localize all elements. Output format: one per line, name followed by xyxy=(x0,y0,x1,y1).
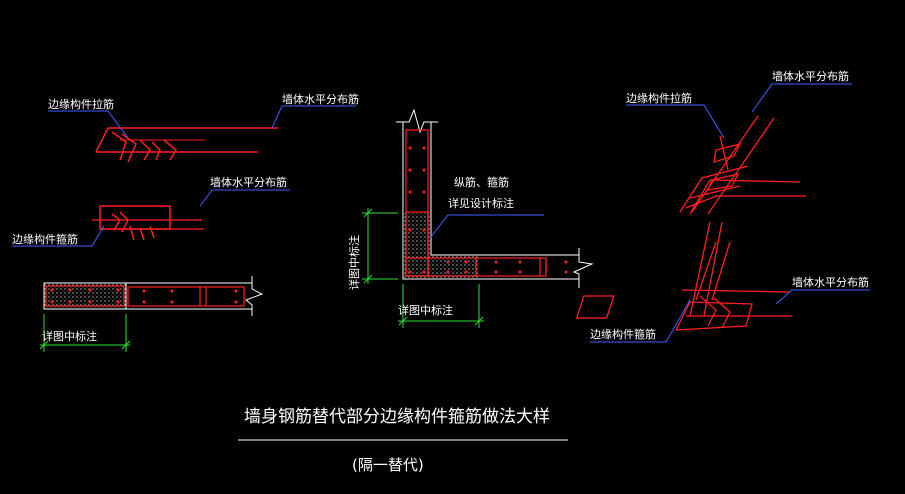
detail-top-left: 边缘构件拉筋 墙体水平分布筋 xyxy=(48,92,359,163)
horizontal-leg-hatch xyxy=(431,255,479,279)
break-line xyxy=(245,276,264,316)
label-right-top-horizontal: 墙体水平分布筋 xyxy=(772,69,849,83)
detail-right: 边缘构件拉筋 墙体水平分布筋 墙体水平分布筋 边缘构件箍筋 xyxy=(575,69,870,343)
tie-hooks xyxy=(111,131,177,163)
drawing-subtitle: (隔一替代) xyxy=(352,456,424,474)
upper-bars xyxy=(679,115,806,215)
right-break-line xyxy=(572,248,594,288)
leader-right-stirrup xyxy=(590,299,691,343)
label-dim-bottom-left: 详图中标注 xyxy=(42,329,97,343)
hatched-column xyxy=(43,282,127,310)
detail-center-corner: 纵筋、箍筋 详见设计标注 详图中标注 详图中标注 xyxy=(347,108,594,328)
drawing-title: 墙身钢筋替代部分边缘构件箍筋做法大样 xyxy=(244,407,550,427)
wall-stirrup xyxy=(127,286,245,307)
leader-center-note xyxy=(429,214,544,239)
top-break-line xyxy=(396,108,438,134)
dimension-bottom-left xyxy=(39,314,131,352)
label-dim-center-vertical: 详图中标注 xyxy=(347,235,361,290)
label-center-note-2: 详见设计标注 xyxy=(448,196,514,210)
label-right-stirrup: 边缘构件箍筋 xyxy=(590,327,656,341)
leader-right-bottom-horizontal xyxy=(775,289,870,305)
label-horizontal: 墙体水平分布筋 xyxy=(282,92,359,106)
label-right-bottom-horizontal: 墙体水平分布筋 xyxy=(792,275,869,289)
lower-bars xyxy=(575,241,792,331)
title-block: 墙身钢筋替代部分边缘构件箍筋做法大样 (隔一替代) xyxy=(238,407,568,474)
label-mid-horizontal: 墙体水平分布筋 xyxy=(210,175,287,189)
leader-mid-stirrup xyxy=(12,225,105,247)
leader-mid-horizontal xyxy=(199,189,290,207)
detail-mid-left: 墙体水平分布筋 边缘构件箍筋 xyxy=(12,175,290,247)
label-mid-stirrup: 边缘构件箍筋 xyxy=(12,232,78,246)
detail-bottom-left: 详图中标注 xyxy=(39,276,264,352)
leader-right-top-horizontal xyxy=(751,83,852,113)
label-dim-center-horizontal: 详图中标注 xyxy=(398,303,453,317)
dimension-center-horizontal xyxy=(398,284,484,328)
stirrup-box xyxy=(99,205,171,230)
label-tie: 边缘构件拉筋 xyxy=(48,97,114,111)
dimension-center-vertical xyxy=(362,208,398,284)
label-center-note-1: 纵筋、箍筋 xyxy=(454,175,509,189)
leader-horizontal xyxy=(271,105,356,129)
wall-outline-inner xyxy=(430,122,579,256)
vertical-leg-hatch xyxy=(403,213,431,279)
edge-stirrup xyxy=(45,285,125,307)
label-right-tie: 边缘构件拉筋 xyxy=(626,91,692,105)
leader-right-tie xyxy=(626,104,725,139)
horizontal-rebar xyxy=(95,127,278,153)
leader-tie xyxy=(48,110,129,139)
wall-outline xyxy=(402,122,579,280)
